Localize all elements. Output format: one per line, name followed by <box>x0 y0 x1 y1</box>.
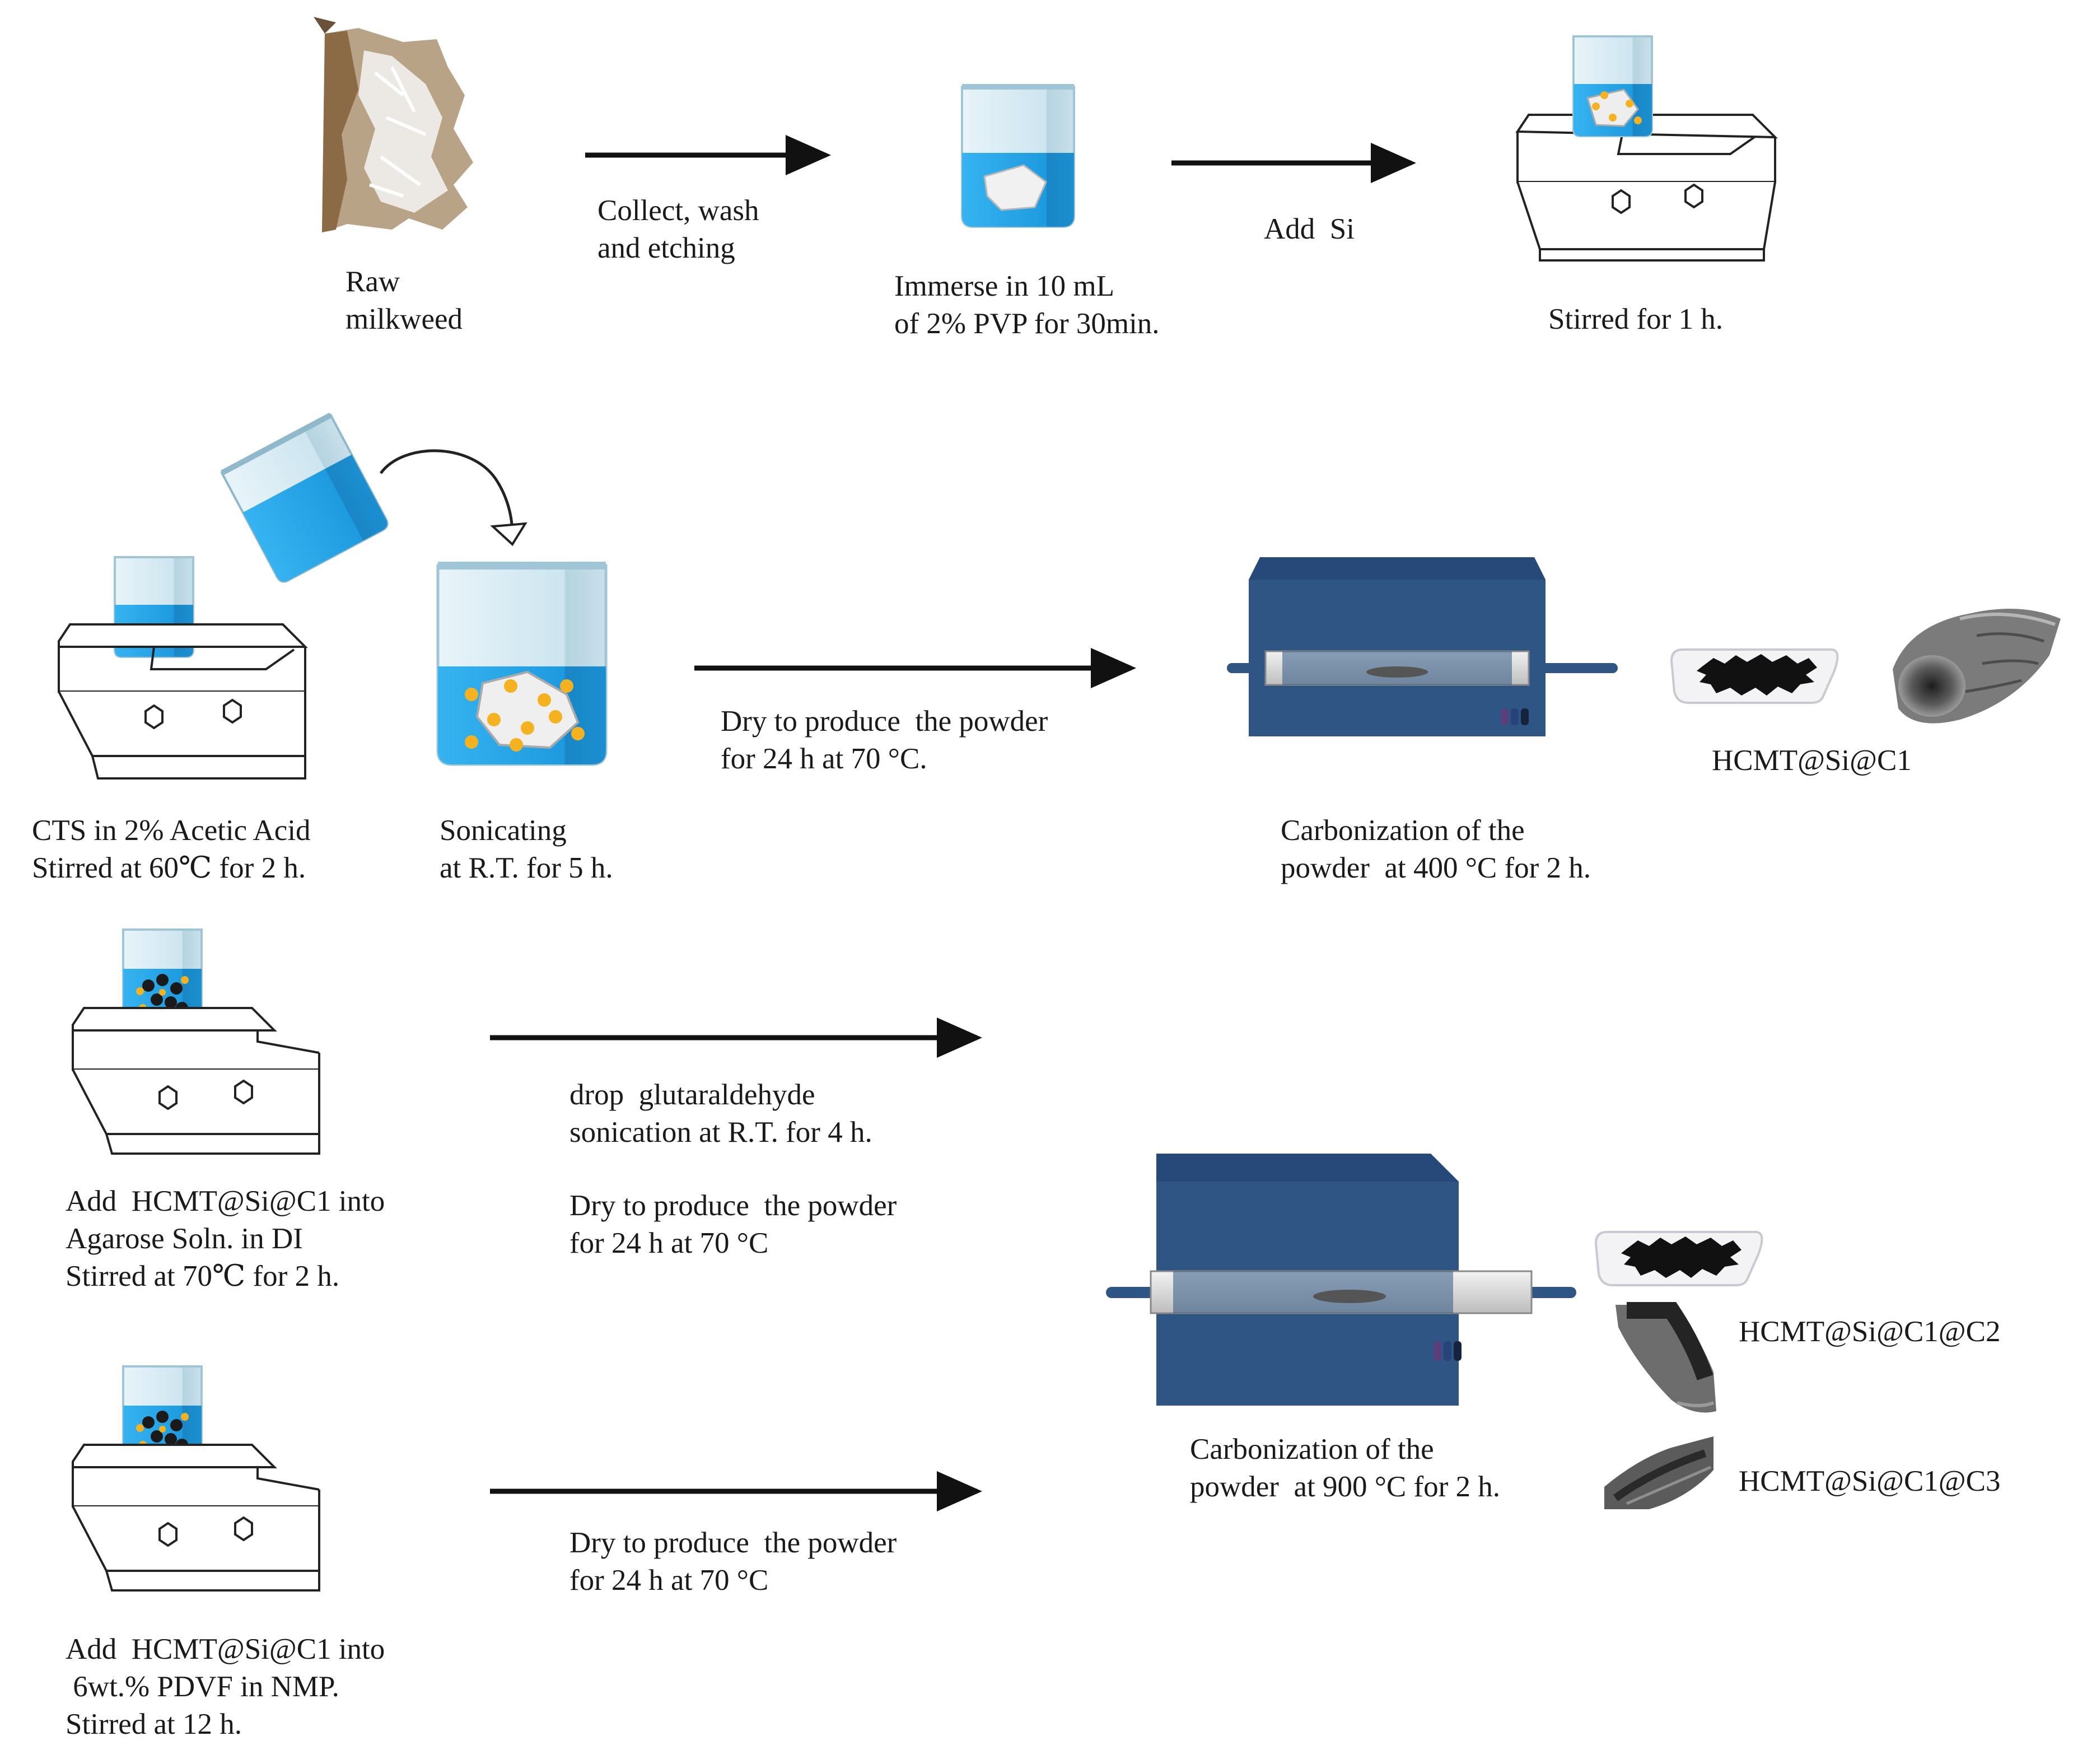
furnace-900-icon <box>1106 1154 1576 1406</box>
label-product-c1: HCMT@Si@C1 <box>1712 744 1912 777</box>
beaker-sonicating-icon <box>436 562 608 766</box>
furnace-400-icon <box>1227 557 1618 736</box>
label-product-c2: HCMT@Si@C1@C2 <box>1739 1315 2001 1348</box>
product-c3-sem-image <box>1604 1436 1714 1509</box>
label-product-c3: HCMT@Si@C1@C3 <box>1739 1465 2001 1497</box>
label-add-si: Add Si <box>1264 213 1355 245</box>
beaker-immerse-icon <box>961 84 1075 228</box>
hotplate-cts-icon <box>58 556 308 780</box>
product-c1-boat-icon <box>1670 648 1839 704</box>
hotplate-pdvf-icon <box>72 1365 320 1592</box>
pour-curved-arrow-icon <box>379 449 527 547</box>
product-boat-2-icon <box>1594 1231 1763 1286</box>
pouring-beaker-icon <box>220 412 389 583</box>
raw-milkweed-image <box>314 17 473 232</box>
product-c1-sem-image <box>1893 609 2061 724</box>
hotplate-stir-1h-icon <box>1515 35 1778 262</box>
label-stirred-1h: Stirred for 1 h. <box>1548 303 1724 335</box>
product-c2-sem-image <box>1616 1302 1716 1413</box>
hotplate-agarose-icon <box>72 928 320 1155</box>
label-pdvf: Add HCMT@Si@C1 into 6wt.% PDVF in NMP.St… <box>66 1633 385 1740</box>
